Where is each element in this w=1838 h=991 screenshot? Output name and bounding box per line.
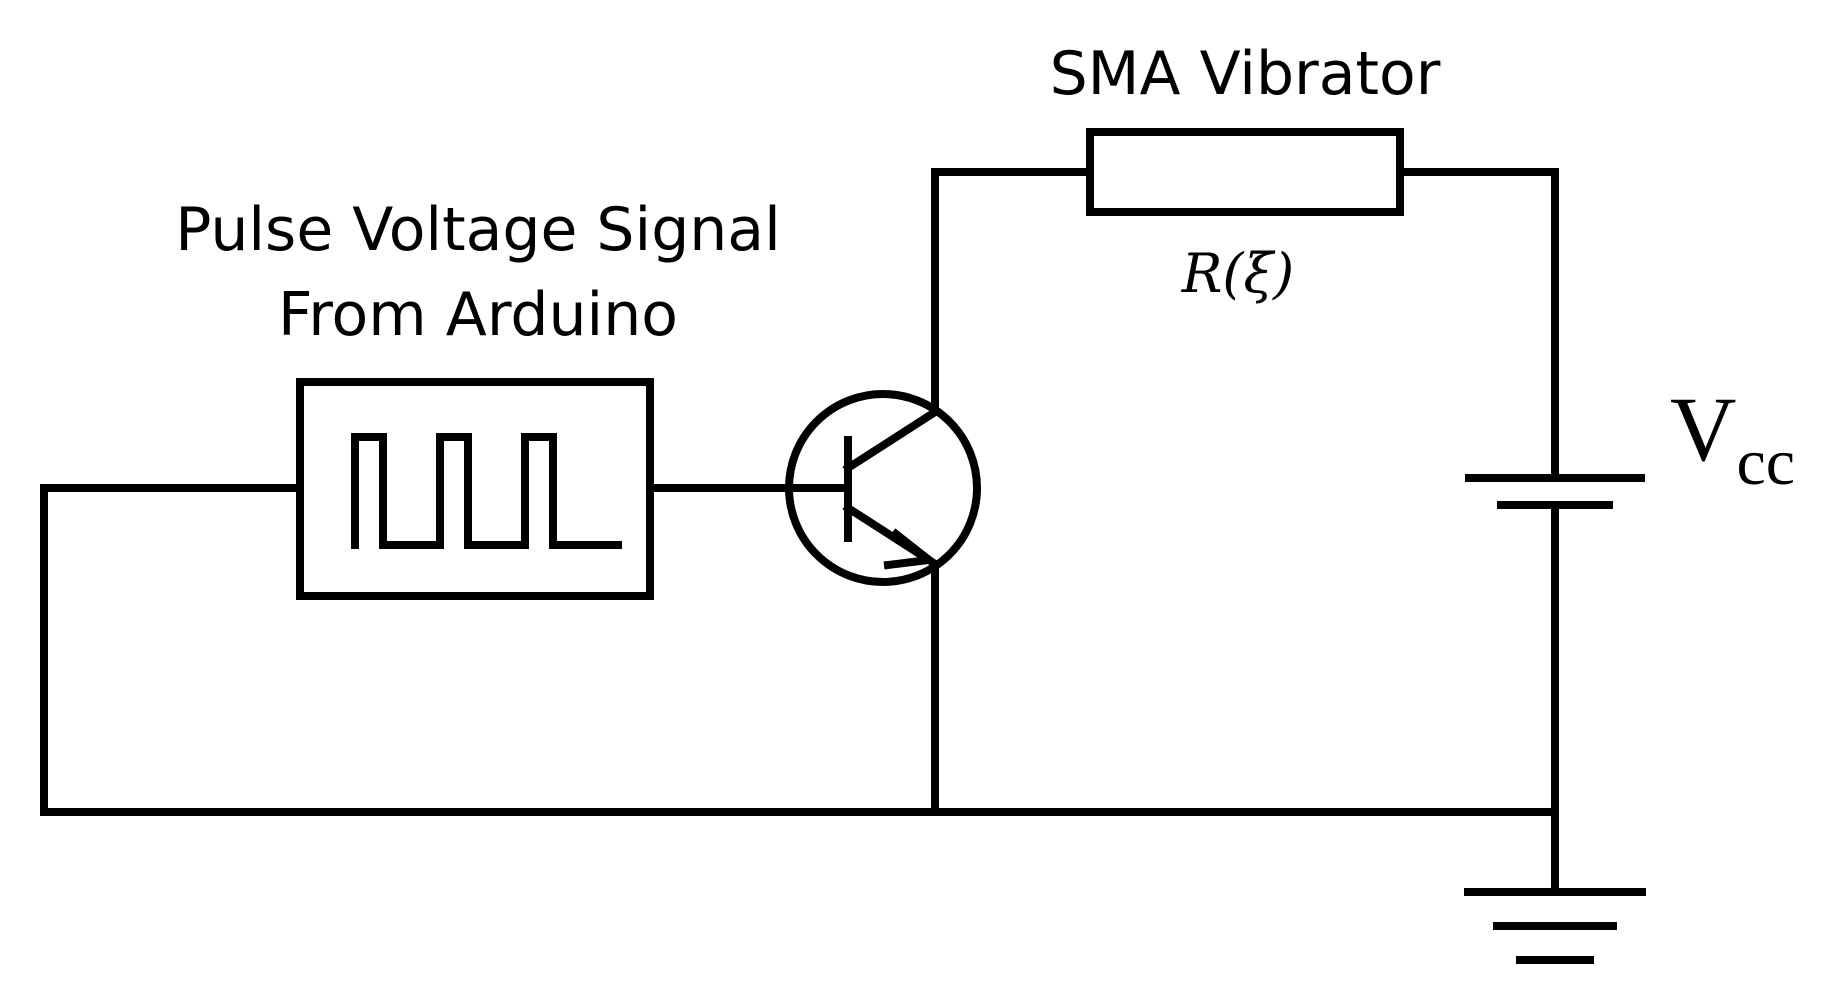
emitter-arrow-icon (883, 528, 940, 570)
transistor-npn (785, 390, 981, 586)
sma-vibrator-label: SMA Vibrator (1050, 39, 1441, 109)
ground-symbol-icon (1464, 888, 1646, 964)
wires (40, 168, 1559, 896)
vcc-label-subscript: cc (1736, 426, 1795, 499)
pulse-source (296, 378, 654, 600)
wire-left-loop (40, 484, 1559, 816)
pulse-signal-label-line2: From Arduino (278, 280, 678, 350)
wire-collector (931, 168, 1094, 416)
battery (1465, 474, 1645, 509)
vcc-label: Vcc (1670, 378, 1795, 499)
wire-top-right (1396, 168, 1559, 482)
transistor-circle (785, 390, 981, 586)
square-wave-icon (351, 433, 622, 549)
vcc-label-main: V (1670, 378, 1736, 480)
resistance-label: R(ξ) (1181, 242, 1295, 305)
pulse-source-box (296, 378, 654, 600)
transistor-collector-leg (842, 406, 941, 474)
pulse-signal-label-line1: Pulse Voltage Signal (175, 195, 781, 265)
resistor-sma-vibrator (1086, 128, 1404, 216)
